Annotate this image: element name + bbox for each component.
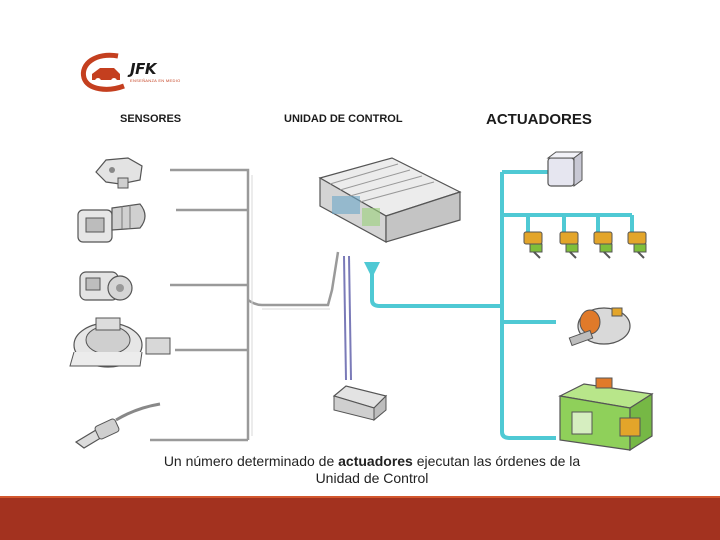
diagnostic-connector-icon xyxy=(334,386,386,420)
caption: Un número determinado de actuadores ejec… xyxy=(92,453,652,487)
fuel-pump-module-icon xyxy=(560,378,652,450)
caption-line2: Unidad de Control xyxy=(316,470,429,486)
map-sensor-icon xyxy=(96,158,142,188)
caption-bold: actuadores xyxy=(338,453,413,469)
footer-bar xyxy=(0,498,720,540)
ecu-icon xyxy=(320,158,460,242)
caption-part2: ejecutan las órdenes de la xyxy=(413,453,580,469)
relay-icon xyxy=(548,152,582,186)
lambda-probe-icon xyxy=(76,404,160,448)
throttle-body-icon xyxy=(70,318,170,367)
caption-part1: Un número determinado de xyxy=(164,453,338,469)
connector-cable xyxy=(344,256,351,380)
position-sensor-icon xyxy=(80,272,132,300)
temperature-sensor-icon xyxy=(78,204,145,242)
injector-icon xyxy=(524,232,646,258)
sensor-wiring xyxy=(150,170,338,440)
actuator-arrow-icon xyxy=(364,262,380,278)
idle-valve-icon xyxy=(569,308,630,346)
